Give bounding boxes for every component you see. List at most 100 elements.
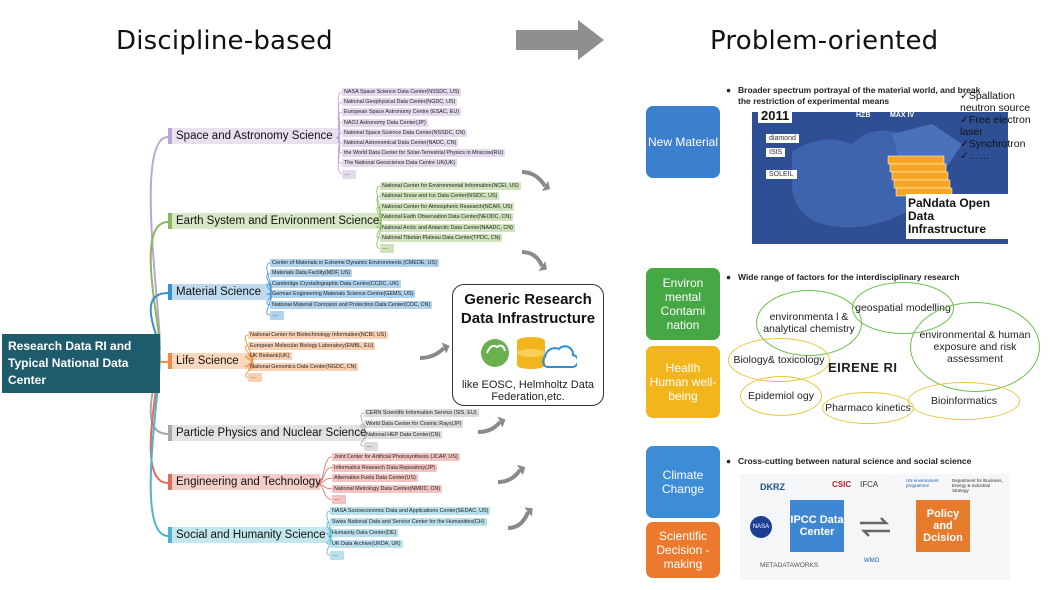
leaf-item: Joint Center for Artificial Photosynthes… bbox=[332, 453, 460, 461]
leaf-branch bbox=[266, 262, 272, 295]
category-1: Earth System and Environment Science bbox=[168, 213, 382, 229]
leaf-item: National Space Science Data Center(NSSDC… bbox=[342, 128, 468, 137]
category-3: Life Science bbox=[168, 353, 254, 369]
leaf-item: NASA Space Science Data Center(NSSDC, US… bbox=[342, 88, 462, 96]
leaf-item: European Molecular Biology Laboratory(EM… bbox=[248, 341, 376, 350]
leaf-item: National Center for Atmospheric Research… bbox=[380, 202, 515, 211]
logo-ifca: IFCA bbox=[860, 480, 879, 489]
facility-maxiv: MAX IV bbox=[890, 112, 915, 119]
leaf-item: Informatics Research Data Repository(JP) bbox=[332, 463, 437, 472]
leaf-item: National Material Corrosion and Protecti… bbox=[270, 300, 433, 309]
check-item: ✓Synchrotron bbox=[960, 138, 1026, 150]
leaf-branch bbox=[326, 536, 332, 556]
leaf-item: National Arctic and Antarctic Data Cente… bbox=[380, 223, 515, 232]
arrowhead-icon bbox=[524, 507, 533, 517]
year-label: 2011 bbox=[758, 108, 793, 123]
pandata-label: PaNdata Open Data Infrastructure bbox=[906, 194, 1012, 239]
facility-isis: ISIS bbox=[766, 148, 786, 157]
leaf-item: the World Data Center for Solar-Terrestr… bbox=[342, 149, 506, 158]
facility-check-list: ✓Spallation neutron source ✓Free electro… bbox=[960, 90, 1032, 162]
topic-tile-2: Health Human well-being bbox=[646, 346, 720, 418]
topic-tile-1: Environ mental Contami nation bbox=[646, 268, 720, 340]
leaf-branch bbox=[245, 362, 253, 378]
category-0: Space and Astronomy Science bbox=[168, 128, 340, 144]
bubble-exposure-risk: environmental & human exposure and risk … bbox=[910, 302, 1040, 392]
logo-nasa: NASA bbox=[750, 516, 772, 538]
leaf-item: National Geophysical Data Center(NGDC, U… bbox=[342, 98, 458, 107]
topic-tile-4: Scientific Decision -making bbox=[646, 522, 720, 578]
leaf-item: National Genomics Data Center(NGDC, CN) bbox=[248, 362, 359, 371]
heading-discipline-based: Discipline-based bbox=[116, 26, 333, 56]
leaf-item: National Center for Environmental Inform… bbox=[380, 182, 521, 190]
bullet-dot-icon: ● bbox=[726, 272, 732, 282]
topic-tile-0: New Material bbox=[646, 106, 720, 178]
logo-wmo: WMO bbox=[864, 558, 880, 564]
bullet-dot-icon: ● bbox=[726, 456, 732, 466]
leaf-branch bbox=[376, 196, 382, 224]
leaf-branch bbox=[335, 112, 343, 139]
policy-decision-box: Policy and Dcision bbox=[916, 500, 970, 552]
flow-arrow-icon bbox=[507, 511, 530, 530]
leaf-branch bbox=[315, 456, 333, 485]
generic-infrastructure-box: Generic Research Data Infrastructure lik… bbox=[452, 284, 604, 406]
leaf-item: Materials Data Facility(MDF, US) bbox=[270, 269, 353, 278]
more-ellipsis: … bbox=[270, 311, 284, 320]
panel1-bullet-row: ● Broader spectrum portrayal of the mate… bbox=[726, 85, 988, 107]
leaf-item: German Engineering Materials Science Cen… bbox=[270, 290, 416, 299]
leaf-branch bbox=[376, 185, 382, 224]
flow-arrow-icon bbox=[497, 468, 522, 484]
facility-hzb: HZB bbox=[856, 112, 871, 119]
more-ellipsis: … bbox=[364, 442, 378, 451]
map-shapes bbox=[792, 124, 962, 228]
leaf-item: UK Biobank(UK) bbox=[248, 352, 292, 361]
logo-un-environment: UN environment programme bbox=[906, 478, 939, 488]
leaf-item: Cambridge Crystallographic Data Centre(C… bbox=[270, 279, 401, 288]
generic-title: Generic Research Data Infrastructure bbox=[460, 291, 596, 327]
more-ellipsis: … bbox=[332, 495, 346, 505]
topic-tile-3: Climate Change bbox=[646, 446, 720, 518]
more-ellipsis: … bbox=[330, 551, 344, 560]
leaf-item: European Space Astronomy Centre (ESAC, E… bbox=[342, 108, 462, 117]
logo-metadataworks: METADATAWORKS bbox=[760, 562, 819, 569]
panel2-bullet: Wide range of factors for the interdisci… bbox=[738, 272, 960, 282]
root-branch bbox=[149, 136, 169, 353]
brain-database-cloud-icon bbox=[481, 337, 577, 369]
leaf-branch bbox=[326, 510, 332, 538]
leaf-item: National Earth Observation Data Center(N… bbox=[380, 213, 514, 222]
leaf-branch bbox=[376, 222, 382, 249]
ipcc-panel: DKRZ CSIC IFCA NASA UN environment progr… bbox=[740, 474, 1010, 580]
check-item: ✓Spallation neutron source bbox=[960, 90, 1031, 114]
generic-subtitle: like EOSC, Helmholtz Data Federation,etc… bbox=[461, 379, 595, 403]
flow-arrow-icon bbox=[477, 420, 502, 434]
category-5: Engineering and Technology bbox=[168, 474, 321, 490]
logo-beis: Department for Business, Energy & Indust… bbox=[952, 478, 1003, 493]
leaf-item: NASA Socioeconomic Data and Applications… bbox=[330, 507, 491, 515]
leaf-branch bbox=[360, 434, 366, 447]
arrowhead-icon bbox=[441, 342, 450, 354]
leaf-item: World Data Center for Cosmic Rays(JP) bbox=[364, 420, 464, 428]
leaf-item: National Astronomical Data Center(NADC, … bbox=[342, 139, 459, 147]
more-ellipsis: … bbox=[380, 244, 394, 254]
leaf-item: Alternative Fuels Data Center(US) bbox=[332, 474, 418, 483]
flow-arrow-icon bbox=[419, 346, 446, 360]
facility-soleil: SOLEIL bbox=[766, 170, 797, 179]
leaf-item: UK Data Archive(UKDA, UK) bbox=[330, 540, 403, 548]
leaf-item: Humanity Data Center(DE) bbox=[330, 529, 399, 537]
panel3-bullet: Cross-cutting between natural science an… bbox=[738, 456, 972, 466]
leaf-item: National Tibetan Plateau Data Center(TPD… bbox=[380, 234, 503, 242]
leaf-branch bbox=[315, 483, 333, 500]
leaf-item: NAOJ Astronomy Data Center(JP) bbox=[342, 118, 428, 127]
leaf-item: National Metrology Data Center(NMDC, CN) bbox=[332, 484, 443, 493]
bullet-dot-icon: ● bbox=[726, 85, 732, 95]
more-ellipsis: … bbox=[342, 169, 356, 179]
leaf-item: The National Geoscience Data Centre UK(U… bbox=[342, 159, 458, 168]
arrowhead-icon bbox=[538, 261, 547, 271]
facility-diamond: diamond bbox=[766, 134, 799, 143]
bubble-bioinformatics: Bioinformatics bbox=[908, 382, 1020, 420]
check-item: ✓Free electron laser bbox=[960, 114, 1031, 138]
ipcc-data-center-box: IPCC Data Center bbox=[790, 500, 844, 552]
leaf-branch bbox=[266, 293, 272, 316]
category-2: Material Science bbox=[168, 284, 272, 300]
leaf-item: National HEP Data Center(CN) bbox=[364, 431, 443, 439]
bubble-pharmacokinetics: Pharmaco kinetics bbox=[822, 392, 914, 424]
